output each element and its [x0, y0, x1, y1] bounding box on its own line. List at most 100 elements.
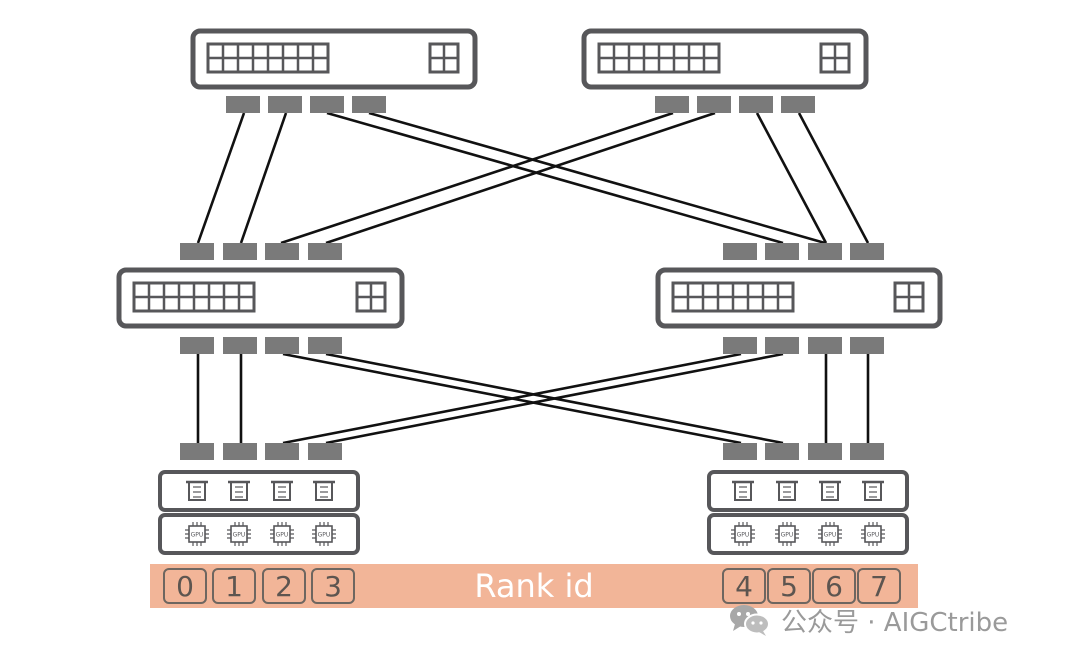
spine-left-port [310, 96, 344, 113]
leaf-right-downlink-port [850, 337, 884, 354]
rank-id-box-7: 7 [857, 568, 901, 604]
spine-switch-left [190, 28, 478, 90]
chip-label: GPU [233, 532, 246, 539]
server-right-port [765, 443, 799, 460]
gpu-chip-icon: GPU [731, 522, 755, 546]
spine-right-port [739, 96, 773, 113]
server-left-nic-row [158, 470, 360, 512]
network-card-icon [186, 480, 208, 501]
rank-id-box-2: 2 [262, 568, 306, 604]
gpu-chip-icon: GPU [861, 522, 885, 546]
chip-label: GPU [276, 532, 289, 539]
network-card-icon [776, 480, 798, 501]
rank-id-box-3: 3 [311, 568, 355, 604]
chip-label: GPU [824, 532, 837, 539]
chip-body [821, 525, 839, 543]
spine-left-port [352, 96, 386, 113]
links [196, 111, 870, 445]
rank-id-box-5: 5 [767, 568, 811, 604]
network-link [196, 112, 246, 244]
gpu-chip-icon: GPU [185, 522, 209, 546]
chip-body [315, 525, 333, 543]
spine-right-port [781, 96, 815, 113]
chip-body [230, 525, 248, 543]
leaf-left-downlink-port [265, 337, 299, 354]
network-card-icon [228, 480, 250, 501]
leaf-right-uplink-port [850, 243, 884, 260]
leaf-right-downlink-port [723, 337, 757, 354]
server-right-port [723, 443, 757, 460]
chip-label: GPU [781, 532, 794, 539]
chip-label: GPU [867, 532, 880, 539]
ports [180, 96, 884, 460]
chip-body [273, 525, 291, 543]
gpu-chip-icon: GPU [270, 522, 294, 546]
network-card-icon [862, 480, 884, 501]
rank-id-box-1: 1 [212, 568, 256, 604]
gpu-chip-icon: GPU [312, 522, 336, 546]
watermark-text: 公众号 · AIGCtribe [781, 607, 1009, 638]
server-right-gpu-row: GPU GPU GPU GPU [707, 513, 909, 555]
server-chassis [707, 470, 909, 512]
server-chassis [158, 470, 360, 512]
chip-label: GPU [737, 532, 750, 539]
switches [116, 28, 943, 329]
servers: GPU GPU GPU GPU GPU GPU GPU GPU [158, 470, 909, 555]
network-link [282, 352, 742, 445]
leaf-left-uplink-port [223, 243, 257, 260]
leaf-right-downlink-port [808, 337, 842, 354]
leaf-left-downlink-port [308, 337, 342, 354]
leaf-right-uplink-port [723, 243, 757, 260]
rank-id-box-0: 0 [163, 568, 207, 604]
leaf-left-downlink-port [223, 337, 257, 354]
leaf-right-downlink-port [765, 337, 799, 354]
leaf-left-uplink-port [265, 243, 299, 260]
leaf-left-uplink-port [308, 243, 342, 260]
chip-label: GPU [191, 532, 204, 539]
network-link [325, 352, 784, 445]
chip-body [734, 525, 752, 543]
gpu-chip-icon: GPU [227, 522, 251, 546]
leaf-switch-left [116, 267, 405, 329]
gpu-chip-icon: GPU [775, 522, 799, 546]
server-right-port [850, 443, 884, 460]
rank-id-box-4: 4 [722, 568, 766, 604]
network-card-icon [313, 480, 335, 501]
wechat-icon [730, 605, 770, 636]
network-link [325, 111, 716, 245]
chip-body [188, 525, 206, 543]
gpu-chip-icon: GPU [818, 522, 842, 546]
network-link [280, 111, 674, 245]
network-link [368, 111, 826, 245]
leaf-left-downlink-port [180, 337, 214, 354]
leaf-right-uplink-port [765, 243, 799, 260]
spine-switch-right [581, 28, 869, 90]
server-chassis [158, 513, 360, 555]
spine-right-port [655, 96, 689, 113]
network-link [797, 112, 870, 244]
leaf-switch-right [655, 267, 943, 329]
leaf-left-uplink-port [180, 243, 214, 260]
server-right-port [808, 443, 842, 460]
leaf-right-uplink-port [808, 243, 842, 260]
server-right-nic-row [707, 470, 909, 512]
network-link [755, 112, 828, 244]
spine-right-port [697, 96, 731, 113]
network-card-icon [819, 480, 841, 501]
chip-body [778, 525, 796, 543]
spine-left-port [268, 96, 302, 113]
network-link [239, 112, 288, 244]
chip-label: GPU [318, 532, 331, 539]
server-left-port [223, 443, 257, 460]
network-card-icon [732, 480, 754, 501]
watermark: 公众号 · AIGCtribe [727, 600, 1008, 640]
chip-body [864, 525, 882, 543]
network-link [326, 111, 784, 245]
server-left-port [308, 443, 342, 460]
server-left-port [180, 443, 214, 460]
server-left-port [265, 443, 299, 460]
network-card-icon [271, 480, 293, 501]
rank-bar [150, 564, 918, 608]
server-left-gpu-row: GPU GPU GPU GPU [158, 513, 360, 555]
rank-id-box-6: 6 [812, 568, 856, 604]
